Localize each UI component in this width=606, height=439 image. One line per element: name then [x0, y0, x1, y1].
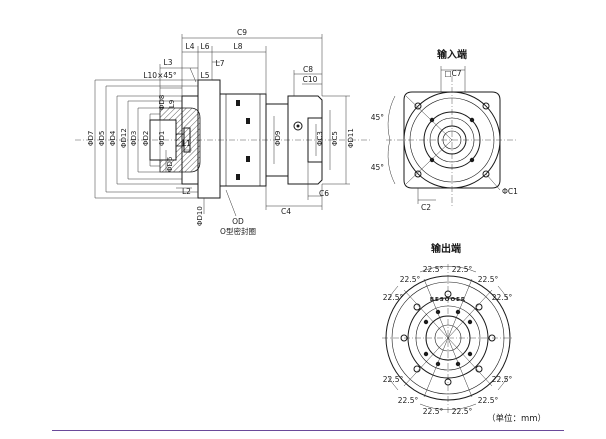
label-OD: OD [232, 217, 244, 226]
label-L9: L9 [168, 100, 176, 108]
input-square-flange [403, 91, 501, 189]
input-outer-circle [403, 91, 501, 189]
input-end-title: 输入端 [437, 48, 467, 61]
angle-4: 22.5° [478, 275, 499, 284]
brand-engraving: BESOOER [430, 297, 466, 303]
label-L1: L1 [182, 139, 191, 148]
label-C4: C4 [281, 207, 291, 216]
clamp-screw [293, 121, 303, 131]
output-outer-flange [385, 275, 511, 401]
angle-1: 22.5° [423, 265, 444, 274]
label-D2: ΦD2 [142, 131, 150, 146]
label-C7: □C7 [444, 69, 461, 78]
label-C6: C6 [319, 189, 329, 198]
angle-5: 22.5° [383, 293, 404, 302]
output-end-view: 输出端 BESOOER [382, 242, 514, 416]
angle-11: 22.5° [423, 407, 444, 416]
side-view: C9 L4 L6 L8 L3 L10×45° L5 L7 L9 L1 L2 C8… [75, 28, 372, 236]
label-D1: ΦD1 [158, 131, 166, 146]
label-L10: L10×45° [143, 71, 177, 80]
label-D5: ΦD5 [98, 131, 106, 146]
label-C9: C9 [237, 28, 247, 37]
label-D4: ΦD4 [109, 130, 117, 146]
angle-7: 22.5° [383, 375, 404, 384]
label-D8: ΦD8 [158, 95, 166, 110]
input-hole-2 [482, 102, 490, 110]
angle-8: 22.5° [492, 375, 513, 384]
housing-bolt-3 [246, 118, 250, 124]
label-L8: L8 [234, 42, 243, 51]
angle-3: 22.5° [400, 275, 421, 284]
label-D11: ΦD11 [347, 128, 355, 148]
housing-bolt-1 [236, 100, 240, 106]
label-oring: O型密封圈 [220, 226, 256, 236]
label-L2: L2 [182, 187, 191, 196]
label-C10: C10 [303, 75, 318, 84]
angle-12: 22.5° [452, 407, 473, 416]
label-D6: ΦD6 [166, 156, 174, 172]
motor-bore [307, 117, 323, 163]
unit-note: （单位：mm） [487, 414, 547, 424]
label-D10: ΦD10 [196, 206, 204, 226]
label-L3: L3 [164, 58, 173, 67]
output-flange [197, 79, 221, 199]
angle-9: 22.5° [398, 396, 419, 405]
input-bore [437, 125, 467, 155]
angle-top: 45° [371, 113, 385, 122]
input-flange [287, 95, 323, 185]
label-L6: L6 [201, 42, 210, 51]
output-end-title: 输出端 [431, 242, 461, 255]
housing-bolt-2 [236, 174, 240, 180]
label-D12: ΦD12 [120, 128, 128, 148]
label-D9: ΦD9 [274, 131, 282, 146]
label-C2: C2 [421, 203, 431, 212]
output-hub-ring [425, 315, 471, 361]
output-mid-ring [407, 297, 489, 379]
angle-2: 22.5° [452, 265, 473, 274]
label-C1: ΦC1 [502, 187, 518, 196]
input-hole-1 [414, 102, 422, 110]
angle-10: 22.5° [478, 396, 499, 405]
input-mid-circle [423, 111, 481, 169]
label-C3: ΦC3 [316, 131, 324, 146]
angle-6: 22.5° [492, 293, 513, 302]
label-C5: ΦC5 [331, 131, 339, 146]
angle-bottom: 45° [371, 163, 385, 172]
bottom-divider [52, 430, 564, 431]
input-end-view: 输入端 □C7 45° 45° ΦC1 C2 [371, 48, 518, 212]
label-C8: C8 [303, 65, 313, 74]
housing-bolt-4 [246, 156, 250, 162]
bore-step [183, 127, 191, 153]
label-L7: L7 [216, 59, 225, 68]
label-L5: L5 [201, 71, 210, 80]
label-L4: L4 [186, 42, 195, 51]
input-hole-3 [414, 170, 422, 178]
label-D7: ΦD7 [87, 131, 95, 146]
input-hole-4 [482, 170, 490, 178]
label-D3: ΦD3 [130, 131, 138, 146]
